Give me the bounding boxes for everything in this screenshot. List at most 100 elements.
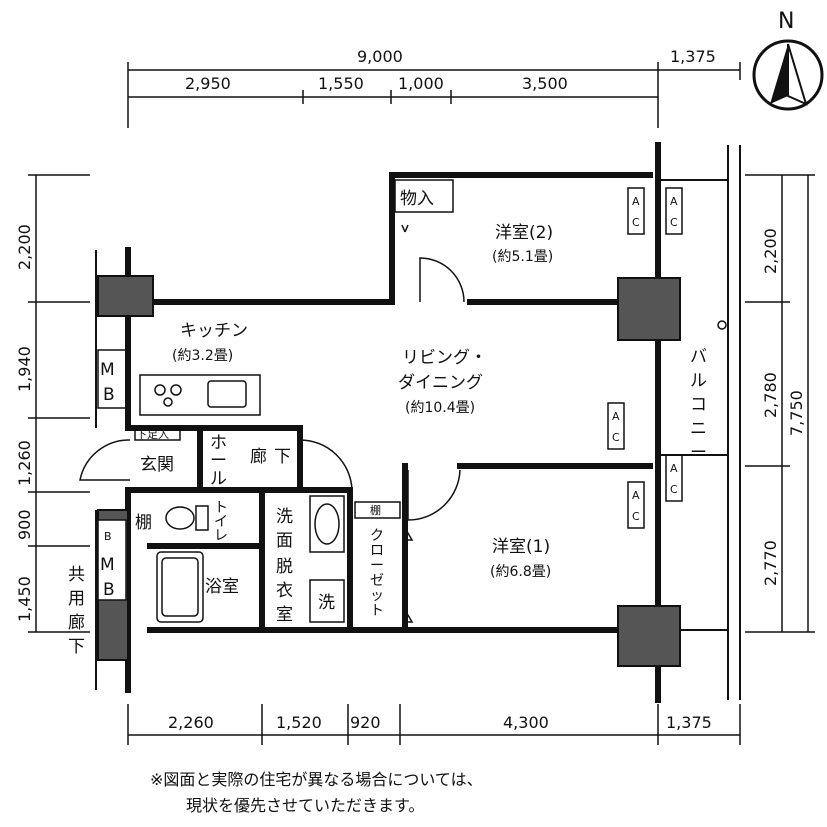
compass-circle [752,39,824,111]
ac-labels: A C A C A C A C A C [612,195,678,523]
column-top-right [617,277,681,341]
svg-text:A: A [670,195,678,208]
dim-left-seg-5: 1,450 [15,576,34,622]
svg-text:C: C [612,431,620,444]
label-living-name2: ダイニング [398,373,483,393]
svg-text:A: A [632,489,640,502]
svg-text:ー: ー [370,558,384,574]
svg-text:ー: ー [210,451,227,471]
svg-text:ロ: ロ [370,543,384,559]
label-shelf: 棚 [135,513,152,533]
dim-bottom-seg-1: 2,260 [168,713,214,732]
dim-left-seg-1: 2,200 [15,224,34,270]
wash-basin-bowl-icon [314,503,340,545]
svg-text:A: A [632,195,640,208]
svg-text:ト: ト [370,603,384,619]
mb-top-box [97,349,127,409]
door-room1 [407,469,461,521]
svg-text:室: 室 [276,605,293,625]
stove-burner-1-icon [154,384,166,396]
label-closet-shelf: 棚 [370,503,381,517]
svg-text:M: M [100,360,115,380]
stove-burner-2-icon [170,384,182,396]
vertical-label-closet: ク ロ ー ゼ ッ ト [370,528,384,619]
disclaimer-line-1: ※図面と実際の住宅が異なる場合については、 [150,770,483,789]
svg-text:C: C [632,510,640,523]
fixtures [97,179,727,623]
dim-right-seg-1: 2,200 [761,228,780,274]
vertical-label-balcony: バ ル コ ニ ー [690,347,707,463]
svg-text:下: 下 [274,447,291,467]
vertical-label-toilet: ト イ レ [214,500,228,544]
door-room2 [419,257,465,303]
walls [125,142,661,703]
svg-text:衣: 衣 [276,581,293,601]
ac-unit-living [607,402,625,450]
ac-unit-room1 [627,481,645,529]
svg-text:C: C [670,216,678,229]
ac-unit-room2 [627,187,645,235]
label-room2-area: (約5.1畳) [492,249,553,265]
svg-text:レ: レ [214,528,228,544]
ac-unit-balcony-mid [665,454,683,502]
vertical-label-mb-bottom: M B [100,555,115,600]
label-washer: 洗 [318,593,335,613]
label-room1-name: 洋室(1) [492,537,550,557]
bathtub [156,551,204,623]
storage-box [394,179,454,213]
top-dimensions [127,62,741,128]
compass-north-label: N [778,9,794,34]
vertical-label-washroom: 洗 面 脱 衣 室 [276,507,293,625]
left-dimensions [28,174,90,633]
label-kitchen-area: (約3.2畳) [172,348,233,364]
closet-shelf-box [354,501,401,519]
svg-text:ル: ル [210,469,227,489]
svg-text:共: 共 [68,565,85,585]
vertical-label-mb-top: M B [100,360,115,405]
dim-bottom-seg-5: 1,375 [666,713,712,732]
svg-text:ク: ク [370,528,384,544]
svg-text:脱: 脱 [276,557,293,577]
svg-text:廊: 廊 [68,613,85,633]
svg-text:C: C [632,216,640,229]
svg-text:ル: ル [690,371,707,391]
svg-text:ッ: ッ [370,588,384,604]
svg-text:A: A [612,410,620,423]
dim-left-seg-2: 1,940 [15,346,34,392]
disclaimer-line-2: 現状を優先させていただきます。 [186,796,425,815]
label-bathroom: 浴室 [205,577,239,597]
door-corridor [299,439,353,491]
bathtub-inner [161,557,199,617]
door-entrance [79,439,131,481]
column-top-left [97,275,154,317]
dim-bottom-seg-4: 4,300 [503,713,549,732]
svg-text:バ: バ [690,347,707,367]
svg-text:廊: 廊 [250,447,267,467]
dim-right-seg-3: 2,770 [761,540,780,586]
svg-text:C: C [670,483,678,496]
compass-arrow-icon [770,44,788,104]
dim-top-balcony: 1,375 [670,47,716,66]
dim-top-seg-4: 3,500 [522,74,568,93]
dim-left-seg-4: 900 [15,509,34,540]
vertical-label-corridor: 廊 下 [250,447,291,467]
vertical-label-hall: ホ ー ル [210,433,227,489]
svg-text:面: 面 [276,531,293,551]
dim-top-seg-1: 2,950 [185,74,231,93]
svg-text:コ: コ [690,395,707,415]
stove-burner-3-icon [163,397,173,407]
compass-arrow-outline-icon [787,43,808,106]
svg-text:M: M [100,555,115,575]
svg-text:B: B [103,580,115,600]
toilet-bowl-icon [165,506,195,530]
dim-right-total: 7,750 [787,390,806,436]
label-room1-area: (約6.8畳) [490,564,551,580]
dim-top-seg-2: 1,550 [318,74,364,93]
label-b-box: B [104,530,112,543]
dim-top-seg-3: 1,000 [398,74,444,93]
kitchen-counter [139,374,261,416]
doors [79,257,465,521]
bottom-dimensions [127,704,741,745]
svg-text:イ: イ [214,514,228,530]
